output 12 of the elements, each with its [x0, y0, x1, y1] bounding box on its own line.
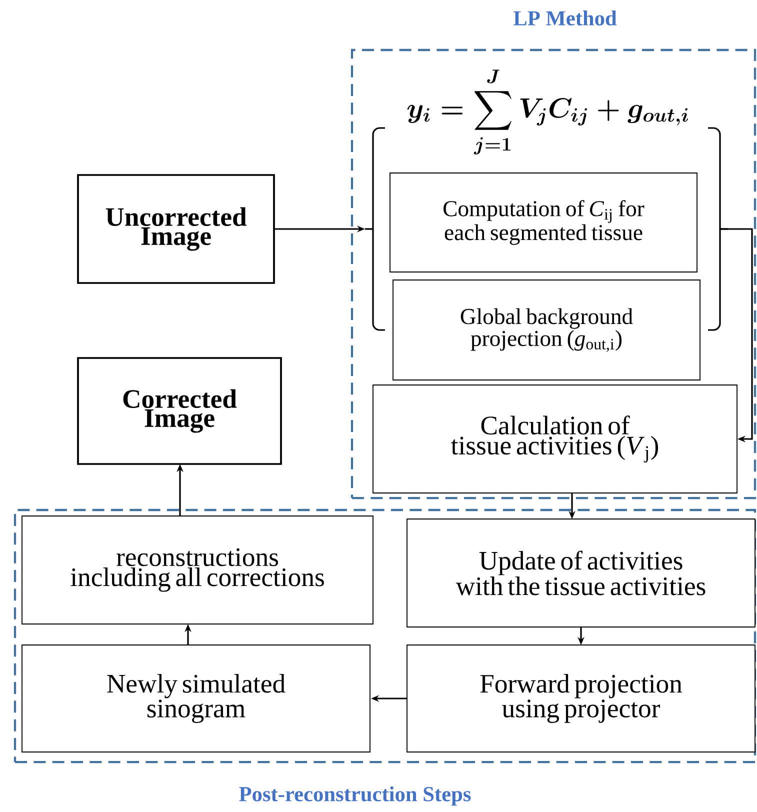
process-box: reconstructions including all corrections: [22, 516, 374, 624]
process-box: Computation of C$_{ij}$ for each segmented tissue: [390, 172, 698, 272]
arrow: [720, 228, 753, 442]
process-box: Newly simulated sinogram: [22, 644, 370, 752]
node-label: LP Method: [514, 10, 617, 26]
process-box: Forward projection using projector: [406, 644, 756, 752]
process-box: Update of activities with the tissue activities: [406, 518, 756, 628]
process-box: Global background projection (g$_{out,i}$): [392, 280, 700, 380]
node-label: Post-reconstruction Steps: [239, 786, 471, 806]
process-box: Uncorrected Image: [77, 174, 275, 284]
process-box: Calculation of tissue activities (V$_{j}$): [372, 384, 738, 494]
process-box: Corrected Image: [77, 357, 282, 465]
